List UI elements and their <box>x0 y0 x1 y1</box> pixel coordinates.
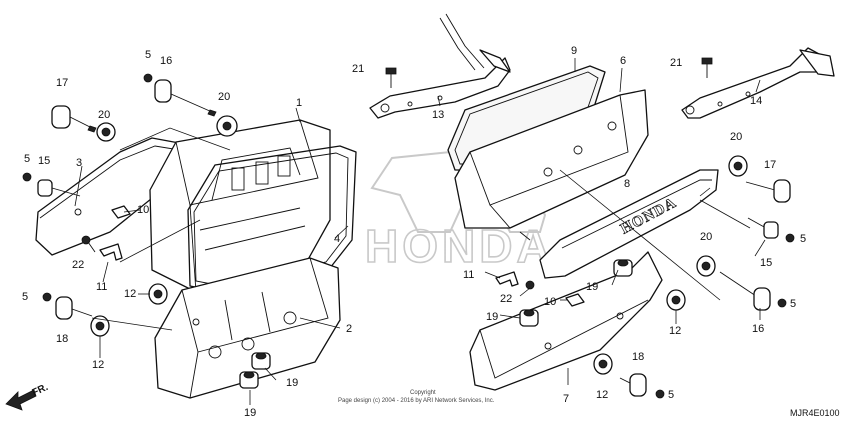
copyright-line-2: Page design (c) 2004 - 2016 by ARI Netwo… <box>338 398 495 404</box>
label-18-a: 18 <box>56 333 68 345</box>
label-4: 4 <box>334 233 340 245</box>
part-11-bracket-left[interactable] <box>99 243 123 261</box>
label-17-b: 17 <box>764 159 776 171</box>
label-14: 14 <box>750 95 762 107</box>
leader-lines <box>74 58 766 405</box>
part-17-bolt-right[interactable] <box>745 179 791 203</box>
watermark-text: HONDA <box>365 220 554 272</box>
label-19-c: 19 <box>586 281 598 293</box>
label-16-b: 16 <box>752 323 764 335</box>
diagram-code: MJR4E0100 <box>790 408 840 418</box>
label-17-a: 17 <box>56 77 68 89</box>
label-20-c: 20 <box>730 131 742 143</box>
part-16-bolt-left[interactable] <box>154 79 217 117</box>
label-9: 9 <box>571 45 577 57</box>
part-19-collar-left-b[interactable] <box>239 371 259 389</box>
part-19-collar-right-a[interactable] <box>613 259 633 277</box>
label-15-b: 15 <box>760 257 772 269</box>
label-5-d: 5 <box>800 233 806 245</box>
label-12-c: 12 <box>669 325 681 337</box>
label-19-b: 19 <box>244 407 256 419</box>
label-19-d: 19 <box>486 311 498 323</box>
label-22-b: 22 <box>500 293 512 305</box>
label-11-a: 11 <box>96 281 107 293</box>
part-11-bracket-right[interactable] <box>495 271 519 287</box>
part-22-screw-left[interactable] <box>81 235 96 253</box>
right-fasteners <box>495 155 795 399</box>
part-12-grommet-left-b[interactable] <box>90 315 110 337</box>
label-10-a: 10 <box>137 204 149 216</box>
label-5-a: 5 <box>145 49 151 61</box>
part-18-bolt-right[interactable] <box>619 373 647 397</box>
label-18-b: 18 <box>632 351 644 363</box>
part-5-nut-left-b[interactable] <box>22 172 32 182</box>
part-19-collar-right-b[interactable] <box>519 309 539 327</box>
direction-label: FR. <box>31 382 50 399</box>
part-5-nut-right-c[interactable] <box>655 389 665 399</box>
label-11-b: 11 <box>463 269 474 281</box>
label-6: 6 <box>620 55 626 67</box>
copyright-line-1: Copyright <box>410 390 436 396</box>
label-5-f: 5 <box>668 389 674 401</box>
part-15-bolt-right[interactable] <box>747 217 779 239</box>
label-8: 8 <box>624 178 630 190</box>
label-5-c: 5 <box>22 291 28 303</box>
part-18-bolt-left[interactable] <box>55 296 93 320</box>
part-5-nut-right-b[interactable] <box>777 298 787 308</box>
label-22-a: 22 <box>72 259 84 271</box>
front-direction-indicator: FR. <box>5 382 50 411</box>
label-19-a: 19 <box>286 377 298 389</box>
label-7: 7 <box>563 393 569 405</box>
label-1: 1 <box>296 97 302 109</box>
label-15-a: 15 <box>38 155 50 167</box>
label-10-b: 10 <box>544 296 556 308</box>
part-12-grommet-right-a[interactable] <box>666 289 686 311</box>
label-5-b: 5 <box>24 153 30 165</box>
part-14-stay-right[interactable] <box>681 47 835 119</box>
part-22-screw-right[interactable] <box>525 280 535 290</box>
part-19-collar-left-a[interactable] <box>251 352 271 370</box>
part-labels: 1 2 3 4 5 5 5 5 5 5 6 7 8 9 10 10 11 11 … <box>22 45 806 419</box>
label-12-d: 12 <box>596 389 608 401</box>
part-21-bolt-right[interactable] <box>701 57 713 78</box>
label-21-a: 21 <box>352 63 364 75</box>
label-2: 2 <box>346 323 352 335</box>
part-10-clip-right[interactable] <box>565 293 585 307</box>
part-12-grommet-left-a[interactable] <box>148 283 168 305</box>
label-3: 3 <box>76 157 82 169</box>
label-12-b: 12 <box>92 359 104 371</box>
part-5-nut-left-a[interactable] <box>143 73 153 83</box>
label-13: 13 <box>432 109 444 121</box>
left-fasteners <box>22 73 271 389</box>
part-20-grommet-right-a[interactable] <box>728 155 748 177</box>
part-2-lower-cover[interactable] <box>154 257 341 399</box>
part-6-side-cover-box-right[interactable] <box>454 89 649 241</box>
part-20-grommet-left-a[interactable] <box>96 122 116 142</box>
copyright-block: Copyright Page design (c) 2004 - 2016 by… <box>338 390 495 404</box>
part-5-nut-right-a[interactable] <box>785 233 795 243</box>
label-20-d: 20 <box>700 231 712 243</box>
part-20-grommet-right-b[interactable] <box>696 255 716 277</box>
part-17-bolt-left[interactable] <box>51 105 97 133</box>
part-7-lower-cover-right[interactable] <box>469 251 663 391</box>
label-12-a: 12 <box>124 288 136 300</box>
part-5-nut-left-c[interactable] <box>42 292 52 302</box>
part-21-bolt-center[interactable] <box>385 67 397 88</box>
label-5-e: 5 <box>790 298 796 310</box>
part-16-bolt-right[interactable] <box>719 271 771 311</box>
part-10-clip-left[interactable] <box>111 205 131 219</box>
front-arrow-icon <box>5 389 37 411</box>
part-12-grommet-right-b[interactable] <box>593 353 613 375</box>
part-20-grommet-left-b[interactable] <box>216 115 238 137</box>
label-20-a: 20 <box>98 109 110 121</box>
label-21-b: 21 <box>670 57 682 69</box>
part-13-stay[interactable] <box>369 13 511 119</box>
part-15-bolt-left[interactable] <box>37 179 81 197</box>
honda-watermark: HONDA <box>364 148 554 273</box>
label-16-a: 16 <box>160 55 172 67</box>
label-20-b: 20 <box>218 91 230 103</box>
